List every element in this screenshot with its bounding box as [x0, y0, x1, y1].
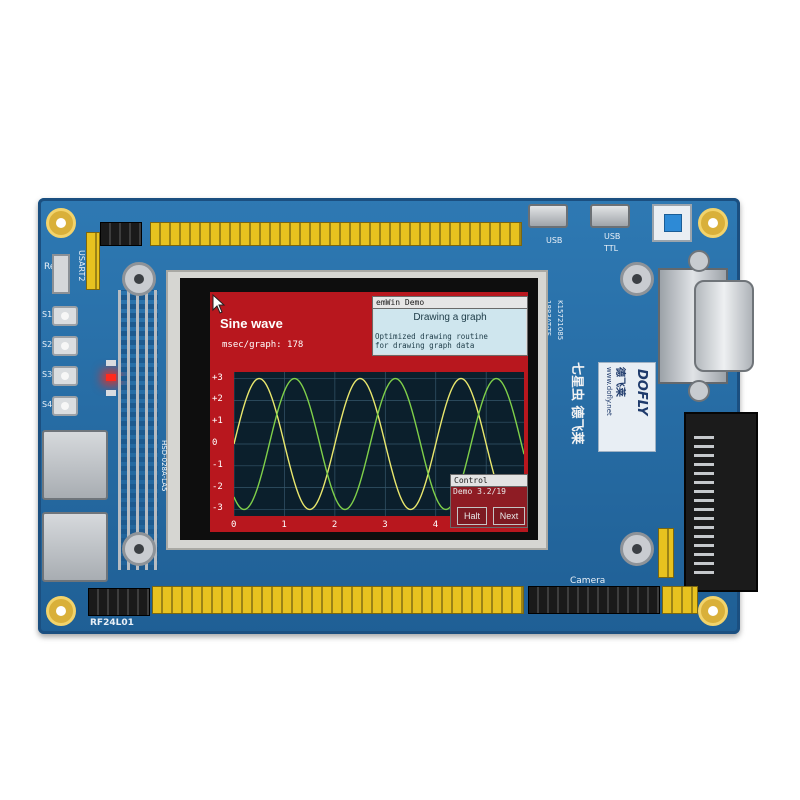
board-code: 1883AT-TF K15721085	[544, 300, 564, 380]
right-bottom-header	[662, 586, 698, 614]
usb-port-icon	[590, 204, 630, 228]
jtag-pins	[694, 434, 714, 574]
sine-series-2	[234, 377, 524, 511]
rf24-silk: RF24L01	[90, 618, 134, 628]
control-window[interactable]: Control Demo 3.2/19 Halt Next	[450, 474, 528, 528]
info-heading: Drawing a graph	[413, 312, 487, 323]
db9-face	[694, 280, 754, 372]
usart2-header	[86, 232, 100, 290]
standoff-icon	[620, 532, 654, 566]
x-tick-label: 3	[382, 520, 388, 530]
rf24-header	[88, 588, 150, 616]
led-icon	[106, 390, 116, 396]
control-version: Demo 3.2/19	[453, 487, 506, 496]
control-window-title: Control	[451, 475, 527, 487]
mount-hole-icon	[46, 208, 76, 238]
lcd-model-silk: HSD-028A-LA5	[160, 440, 168, 492]
key-button-s3[interactable]	[52, 366, 78, 386]
key-button-s2[interactable]	[52, 336, 78, 356]
usb2-silk: USB	[604, 232, 621, 241]
usart2-silk: USART2	[77, 250, 86, 282]
brand-logo: 德飞莱 DOFLY www.dofly.net	[598, 362, 656, 452]
led-icon	[106, 374, 116, 381]
info-window[interactable]: emWin Demo Drawing a graph Optimized dra…	[372, 296, 528, 356]
info-window-body: Drawing a graph Optimized drawing routin…	[374, 309, 526, 354]
tf-card-slot	[42, 512, 108, 582]
mount-hole-icon	[46, 596, 76, 626]
brand-pair: 七星虫 德飞莱	[569, 362, 584, 445]
y-tick-label: -2	[212, 481, 223, 492]
usb1-silk: USB	[546, 236, 563, 245]
info-line1: Optimized drawing routine	[375, 332, 488, 341]
info-line2: for drawing graph data	[375, 341, 475, 350]
x-tick-label: 2	[331, 520, 338, 530]
db9-connector	[658, 244, 758, 408]
y-tick-label: -1	[212, 459, 223, 470]
x-tick-label: 4	[432, 520, 439, 530]
camera-header	[528, 586, 660, 614]
bottom-pin-header	[152, 586, 524, 614]
reset-button[interactable]	[52, 254, 70, 294]
y-tick-label: -3	[212, 503, 223, 514]
power-switch[interactable]	[652, 204, 692, 242]
y-tick-label: +1	[212, 416, 223, 427]
brand-cn: 德飞莱	[614, 367, 625, 397]
halt-button[interactable]: Halt	[457, 507, 487, 525]
y-tick-label: 0	[212, 438, 218, 448]
boot-jumper	[100, 222, 142, 246]
ttl-silk: TTL	[604, 244, 619, 253]
key-button-s4[interactable]	[52, 396, 78, 416]
screw-icon	[688, 380, 710, 402]
code2-silk: K15721085	[556, 300, 564, 341]
top-pin-header	[150, 222, 522, 246]
camera-silk: Camera	[570, 576, 606, 586]
key-button-s1[interactable]	[52, 306, 78, 326]
right-small-header	[658, 528, 674, 578]
info-window-title: emWin Demo	[373, 297, 527, 309]
standoff-icon	[122, 262, 156, 296]
sine-series-1	[234, 377, 524, 511]
mount-hole-icon	[698, 208, 728, 238]
x-tick-label: 1	[281, 520, 287, 530]
power-switch-cap	[664, 214, 682, 232]
s3-silk: S3	[42, 370, 53, 379]
next-button[interactable]: Next	[493, 507, 525, 525]
brand-name: DOFLY	[634, 369, 649, 416]
pin-field-left	[118, 290, 158, 570]
brand-cn-block: 七星虫 德飞莱	[569, 362, 594, 450]
led-icon	[106, 360, 116, 366]
sine-chart	[234, 372, 524, 516]
standoff-icon	[122, 532, 156, 566]
y-tick-label: +2	[212, 394, 223, 405]
lcd-timing: msec/graph: 178	[222, 340, 304, 350]
sd-card-slot	[42, 430, 108, 500]
s2-silk: S2	[42, 340, 53, 349]
brand-url: www.dofly.net	[605, 367, 613, 416]
x-tick-label: 0	[231, 520, 237, 530]
cursor-arrow-icon	[212, 294, 226, 314]
lcd-title: Sine wave	[220, 316, 283, 331]
standoff-icon	[620, 262, 654, 296]
mount-hole-icon	[698, 596, 728, 626]
screw-icon	[688, 250, 710, 272]
y-tick-label: +3	[212, 372, 223, 383]
s1-silk: S1	[42, 310, 53, 319]
usb-port-icon	[528, 204, 568, 228]
jtag-connector	[684, 412, 758, 592]
s4-silk: S4	[42, 400, 53, 409]
